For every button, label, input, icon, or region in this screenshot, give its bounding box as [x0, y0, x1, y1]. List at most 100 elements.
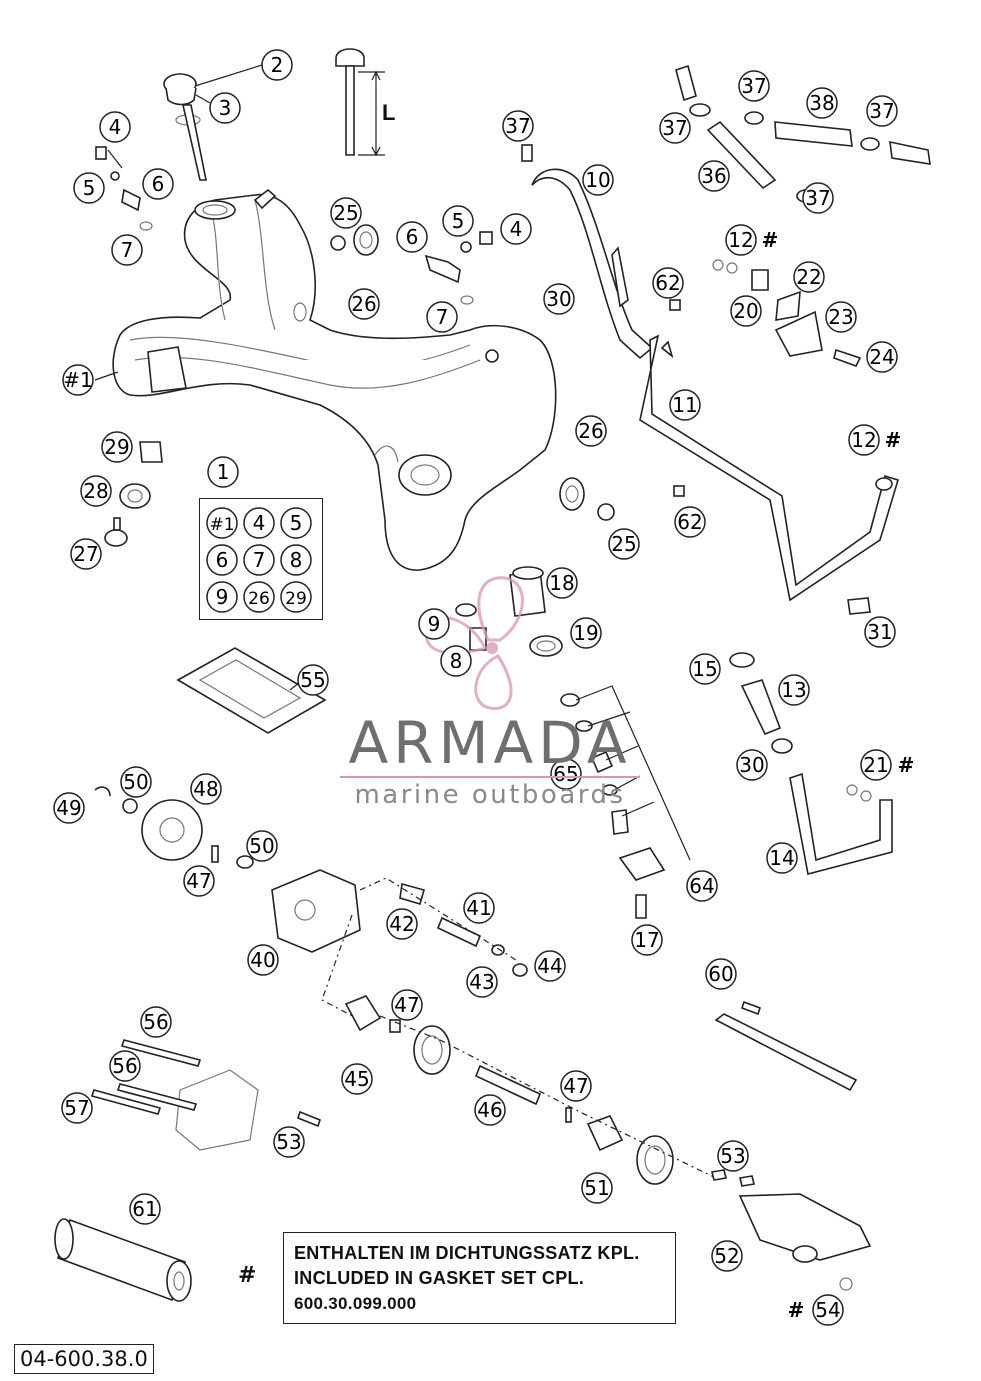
callout-25: 25	[330, 197, 362, 229]
kit-item-29: 29	[280, 581, 312, 613]
callout-64-label: 64	[689, 874, 714, 898]
callout-57: 57	[61, 1092, 93, 1124]
callout-47-label: 47	[186, 869, 211, 893]
callout-36: 36	[698, 160, 730, 192]
drawing-number: 04-600.38.0	[14, 1344, 154, 1374]
note-part-number: 600.30.099.000	[294, 1294, 417, 1313]
callout-51: 51	[581, 1172, 613, 1204]
callout-27: 27	[70, 538, 102, 570]
gasket-set-hash-mark: #	[788, 1298, 805, 1322]
callout-47-label: 47	[394, 993, 419, 1017]
callout-43-label: 43	[469, 970, 494, 994]
callout-50-label: 50	[123, 770, 148, 794]
callout-62: 62	[652, 267, 684, 299]
callout-60-label: 60	[708, 962, 733, 986]
callout-26-label: 26	[578, 419, 603, 443]
callout-43: 43	[466, 966, 498, 998]
callout-2: 2	[261, 49, 293, 81]
callout-15-label: 15	[692, 657, 717, 681]
watermark-tagline: marine outboards	[354, 780, 626, 810]
callout-2-label: 2	[271, 53, 284, 77]
gasket-set-note: ENTHALTEN IM DICHTUNGSSATZ KPL. INCLUDED…	[283, 1232, 676, 1324]
callout-29: 29	[101, 431, 133, 463]
skid-plate	[176, 647, 327, 734]
callout-17: 17	[631, 924, 663, 956]
callout-31-label: 31	[867, 620, 892, 644]
callout-5-label: 5	[83, 176, 96, 200]
bracket-group-right	[712, 259, 862, 367]
gasket-set-hash-mark: #	[885, 428, 902, 452]
callout-37-label: 37	[505, 114, 530, 138]
callout-45-label: 45	[344, 1067, 369, 1091]
callout-38: 38	[806, 87, 838, 119]
callout-23: 23	[825, 301, 857, 333]
callout-18-label: 18	[549, 571, 574, 595]
callout-4: 4	[99, 111, 131, 143]
callout-30-label: 30	[739, 753, 764, 777]
callout-40: 40	[247, 944, 279, 976]
callout-62-label: 62	[655, 271, 680, 295]
callout-49: 49	[53, 792, 85, 824]
callout-50: 50	[246, 830, 278, 862]
callout-23-label: 23	[828, 305, 853, 329]
oil-dipstick	[163, 64, 263, 181]
callout-12-label: 12	[728, 228, 753, 252]
callout-47: 47	[183, 865, 215, 897]
callout-31: 31	[864, 616, 896, 648]
callout-64: 64	[686, 870, 718, 902]
callout-60: 60	[705, 958, 737, 990]
callout-47: 47	[391, 989, 423, 1021]
callout-18: 18	[546, 567, 578, 599]
callout-47: 47	[560, 1070, 592, 1102]
seal-assembly-64	[560, 685, 691, 919]
callout-30: 30	[736, 749, 768, 781]
callout-12-label: 12	[851, 428, 876, 452]
callout-5-label: 5	[452, 209, 465, 233]
callout-29-label: 29	[104, 435, 129, 459]
kit-item-6-label: 6	[216, 548, 229, 572]
callout-25-label: 25	[611, 532, 636, 556]
callout-19-label: 19	[573, 621, 598, 645]
oil-filter	[54, 1218, 192, 1302]
callout-51-label: 51	[584, 1176, 609, 1200]
callout-hash-1-label: #1	[63, 368, 92, 392]
callout-11: 11	[669, 389, 701, 421]
callout-47-label: 47	[563, 1074, 588, 1098]
callout-44: 44	[534, 950, 566, 982]
dipstick-length-detail	[335, 48, 385, 157]
callout-19: 19	[570, 617, 602, 649]
callout-61-label: 61	[132, 1197, 157, 1221]
callout-7-label: 7	[436, 305, 449, 329]
kit-item-9: 9	[206, 581, 238, 613]
callout-41: 41	[463, 892, 495, 924]
oil-strainer-and-drain-plug	[455, 566, 563, 657]
callout-46-label: 46	[477, 1098, 502, 1122]
callout-4-label: 4	[109, 115, 122, 139]
callout-26-label: 26	[351, 292, 376, 316]
callout-21: 21	[860, 749, 892, 781]
callout-1-label: 1	[217, 460, 230, 484]
callout-13: 13	[778, 674, 810, 706]
callout-40-label: 40	[250, 948, 275, 972]
callout-37-label: 37	[741, 74, 766, 98]
callout-46: 46	[474, 1094, 506, 1126]
callout-5: 5	[442, 205, 474, 237]
callout-56-label: 56	[143, 1010, 168, 1034]
kit-item-4: 4	[243, 507, 275, 539]
callout-20: 20	[730, 295, 762, 327]
callout-14-label: 14	[769, 846, 794, 870]
callout-28: 28	[80, 475, 112, 507]
callout-13-label: 13	[781, 678, 806, 702]
fittings-top-left	[95, 146, 153, 231]
callout-25: 25	[608, 528, 640, 560]
callout-62: 62	[674, 506, 706, 538]
kit-item-5: 5	[280, 507, 312, 539]
callout-52: 52	[711, 1240, 743, 1272]
callout-54: 54	[812, 1294, 844, 1326]
watermark-rule	[340, 776, 640, 778]
kit-item-hash-1-label: #1	[209, 515, 234, 535]
kit-item-8: 8	[280, 544, 312, 576]
callout-7: 7	[111, 234, 143, 266]
